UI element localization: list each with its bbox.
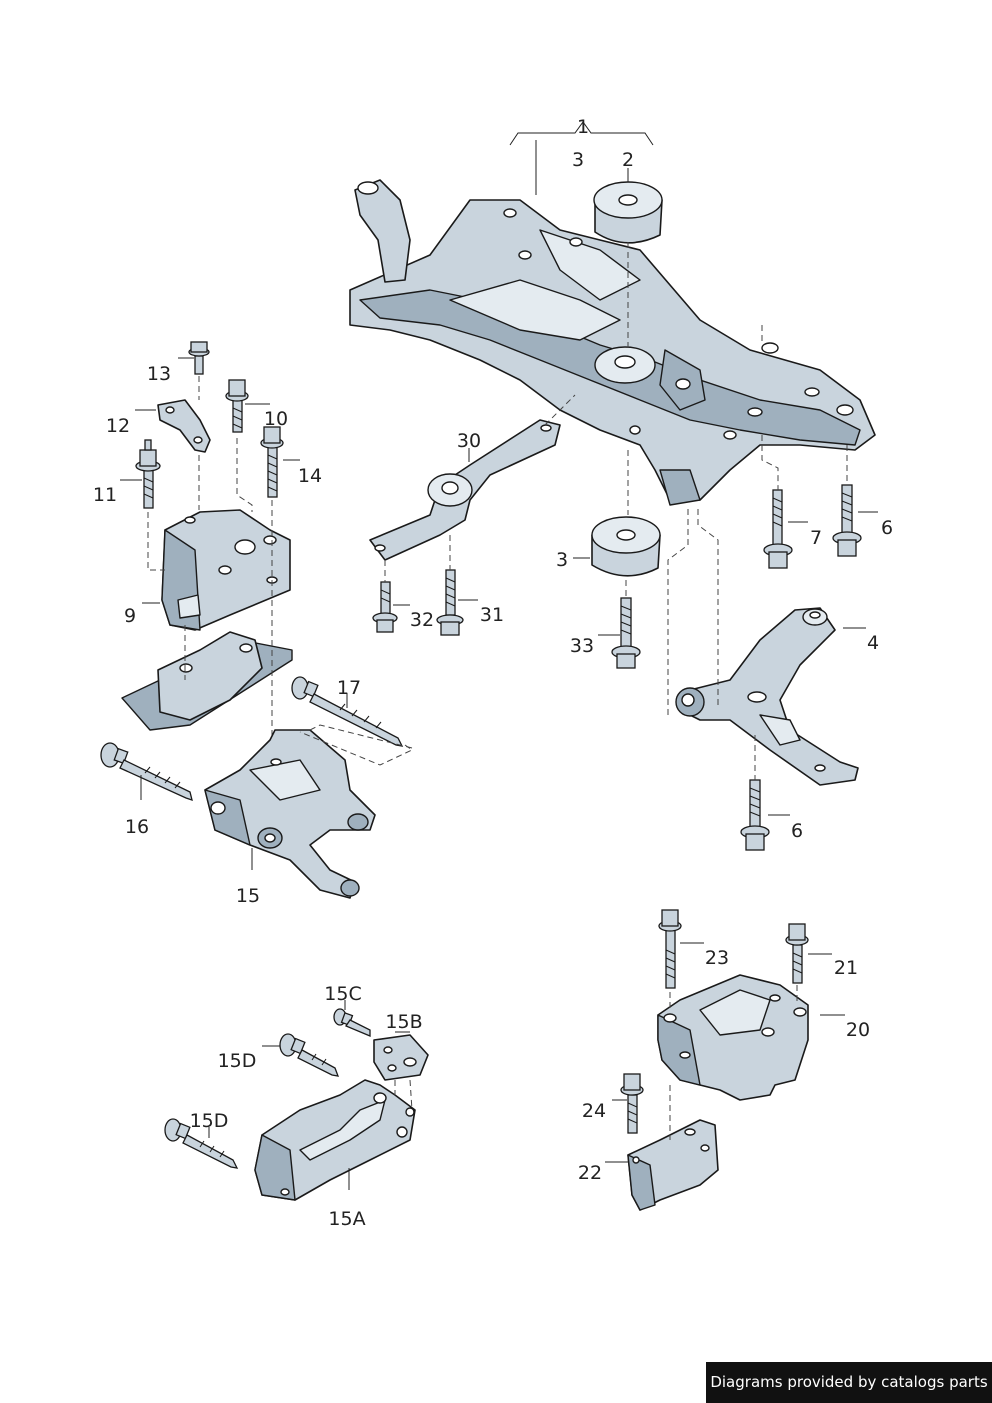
bolt-part-6-lower	[740, 779, 770, 851]
callout-10: 10	[264, 408, 288, 430]
callout-15: 15	[236, 885, 260, 907]
bolt-part-21	[785, 923, 809, 984]
mount-part-15	[204, 729, 376, 899]
credit-banner: Diagrams provided by catalogs parts	[706, 1362, 992, 1403]
control-arm-part-4	[675, 607, 859, 786]
callout-1: 1	[577, 116, 589, 138]
callout-4: 4	[867, 632, 879, 654]
bushing-part-2	[593, 181, 663, 244]
bolt-part-15D-upper	[279, 1033, 340, 1077]
callout-32: 32	[410, 609, 434, 631]
subframe-part-1	[349, 179, 876, 506]
callout-6-upper: 6	[881, 517, 893, 539]
bolt-part-10	[225, 379, 249, 433]
callout-11: 11	[93, 484, 117, 506]
engine-bracket-plate	[121, 631, 293, 731]
bolt-part-7	[763, 489, 793, 569]
bolt-part-6-upper	[832, 484, 862, 557]
callout-7: 7	[810, 527, 822, 549]
bolt-part-15C	[333, 1008, 371, 1037]
callout-21: 21	[834, 957, 858, 979]
callout-13: 13	[147, 363, 171, 385]
callout-24: 24	[582, 1100, 606, 1122]
callout-31: 31	[480, 604, 504, 626]
torque-arm-part-30	[369, 419, 561, 561]
bolt-part-14	[260, 426, 284, 498]
callout-16: 16	[125, 816, 149, 838]
callout-15D-upper: 15D	[218, 1050, 257, 1072]
bracket-part-22	[627, 1119, 719, 1211]
callout-15A: 15A	[328, 1208, 365, 1230]
bolt-part-23	[658, 909, 682, 989]
bolt-part-16	[100, 742, 193, 801]
callout-6-lower: 6	[791, 820, 803, 842]
callout-12: 12	[106, 415, 130, 437]
callout-15D-lower: 15D	[190, 1110, 229, 1132]
callout-15B: 15B	[385, 1011, 422, 1033]
engine-mount-part-9	[161, 509, 291, 631]
bolt-part-15D-lower	[164, 1118, 239, 1169]
bolt-part-17	[291, 676, 404, 747]
callout-3-top: 3	[572, 149, 584, 171]
bracket-part-15A	[254, 1079, 416, 1201]
callout-20: 20	[846, 1019, 870, 1041]
bolt-part-31	[436, 569, 464, 636]
callout-23: 23	[705, 947, 729, 969]
bolt-part-32	[372, 581, 398, 633]
bushing-part-3	[591, 516, 661, 577]
callout-15C: 15C	[324, 983, 361, 1005]
bolt-part-13	[188, 341, 210, 375]
callout-30: 30	[457, 430, 481, 452]
callout-3-lower: 3	[556, 549, 568, 571]
callout-2: 2	[622, 149, 634, 171]
callout-17: 17	[337, 677, 361, 699]
callout-9: 9	[124, 605, 136, 627]
bracket-part-12	[157, 399, 211, 453]
callout-14: 14	[298, 465, 322, 487]
bolt-part-24	[620, 1073, 644, 1134]
bolt-part-11	[135, 439, 161, 509]
bolt-part-33	[611, 597, 641, 669]
plate-part-15B	[373, 1034, 429, 1081]
callout-22: 22	[578, 1162, 602, 1184]
callout-33: 33	[570, 635, 594, 657]
mount-part-20	[657, 974, 809, 1101]
